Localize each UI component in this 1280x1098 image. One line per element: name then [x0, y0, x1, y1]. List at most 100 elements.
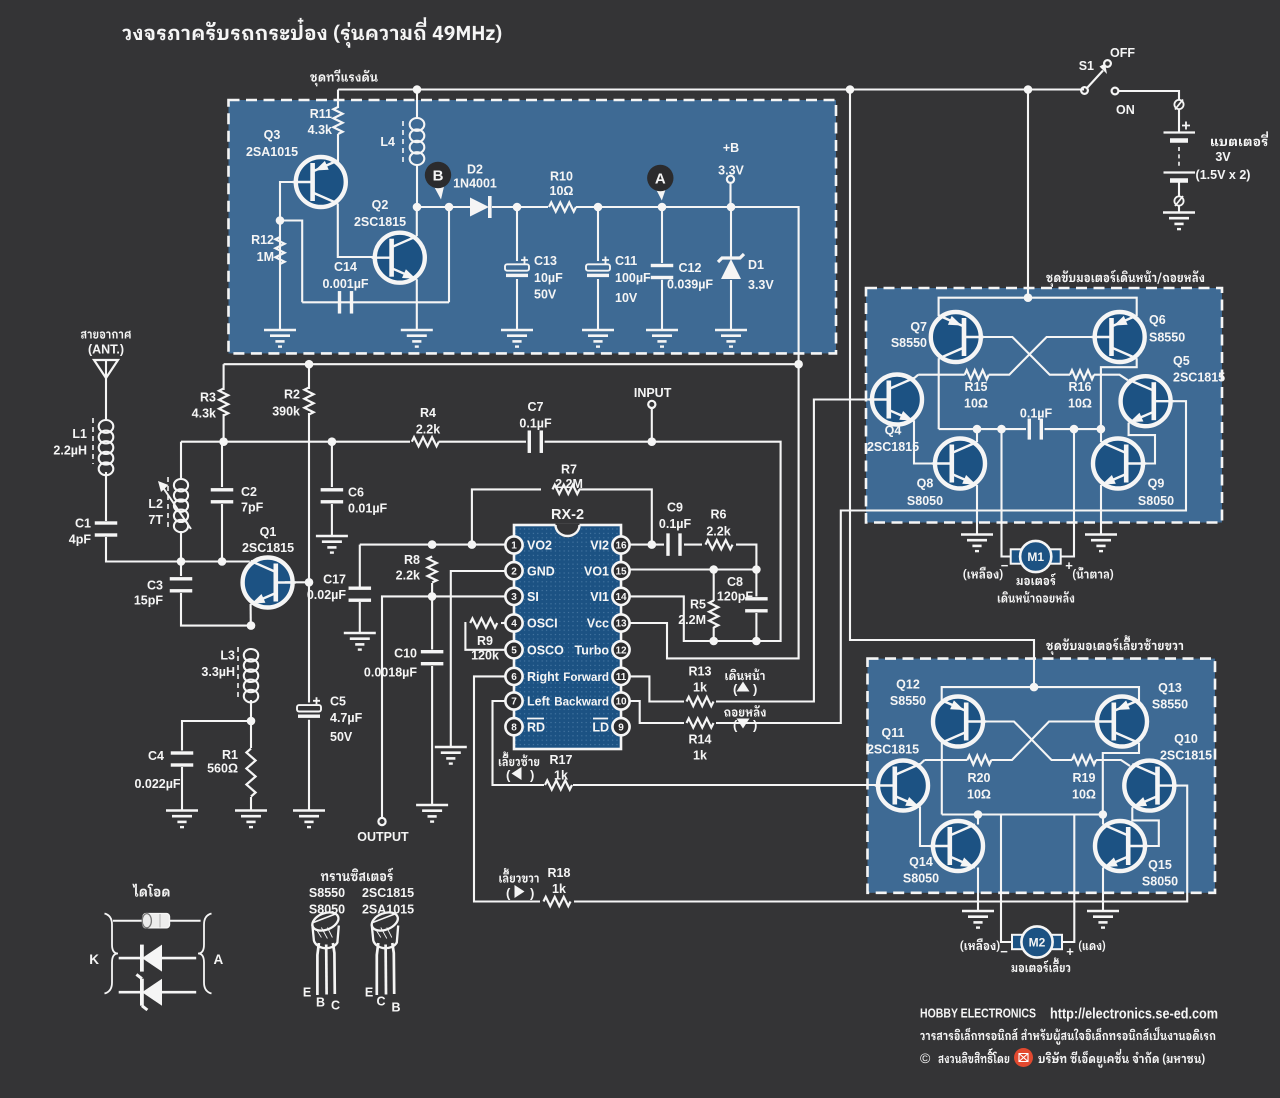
svg-text:HOBBY ELECTRONICS: HOBBY ELECTRONICS — [920, 1007, 1036, 1021]
svg-text:11: 11 — [616, 672, 627, 683]
svg-text:http://electronics.se-ed.com: http://electronics.se-ed.com — [1050, 1006, 1218, 1023]
svg-text:D2: D2 — [467, 163, 483, 177]
svg-text:10µF: 10µF — [534, 271, 563, 285]
svg-text:+: + — [1065, 558, 1073, 573]
svg-text:C12: C12 — [679, 261, 702, 275]
svg-text:+: + — [1066, 944, 1074, 959]
svg-text:2SC1815: 2SC1815 — [354, 215, 406, 229]
svg-text:B: B — [391, 1001, 400, 1015]
svg-text:B: B — [433, 168, 444, 185]
svg-text:2: 2 — [511, 566, 517, 577]
svg-text:S8050: S8050 — [1138, 494, 1174, 508]
svg-text:C14: C14 — [334, 260, 357, 274]
svg-text:1k: 1k — [554, 769, 568, 783]
svg-text:10Ω: 10Ω — [1068, 397, 1092, 411]
svg-text:VO2: VO2 — [527, 539, 552, 553]
svg-text:Q7: Q7 — [910, 320, 927, 334]
svg-text:R12: R12 — [251, 233, 274, 247]
svg-text:1N4001: 1N4001 — [453, 177, 497, 191]
svg-text:R1: R1 — [222, 748, 238, 762]
svg-text:C2: C2 — [241, 485, 257, 499]
svg-text:7T: 7T — [148, 513, 163, 527]
svg-text:4.3k: 4.3k — [308, 123, 332, 137]
svg-text:C: C — [331, 999, 340, 1013]
svg-text:1M: 1M — [257, 250, 274, 264]
svg-text:120pF: 120pF — [717, 590, 753, 604]
svg-text:14: 14 — [615, 592, 627, 603]
svg-text:Q12: Q12 — [896, 678, 920, 692]
svg-text:100µF: 100µF — [615, 271, 651, 285]
svg-text:R19: R19 — [1073, 771, 1096, 785]
svg-text:(: ( — [733, 718, 738, 733]
svg-text:R3: R3 — [200, 391, 216, 405]
svg-text:16: 16 — [615, 541, 627, 552]
svg-text:0.039µF: 0.039µF — [667, 278, 713, 292]
svg-text:Q8: Q8 — [917, 477, 934, 491]
svg-text:GND: GND — [527, 564, 555, 578]
svg-text:10V: 10V — [615, 291, 638, 305]
svg-text:7: 7 — [511, 697, 517, 708]
svg-text:390k: 390k — [272, 405, 300, 419]
svg-text:(: ( — [506, 886, 511, 901]
svg-text:−: − — [1000, 944, 1008, 959]
svg-text:50V: 50V — [534, 288, 557, 302]
svg-text:Q9: Q9 — [1148, 477, 1165, 491]
svg-text:13: 13 — [615, 619, 627, 630]
svg-text:S1: S1 — [1079, 59, 1094, 73]
svg-text:R14: R14 — [689, 733, 712, 747]
svg-text:Q13: Q13 — [1158, 681, 1182, 695]
svg-text:0.01µF: 0.01µF — [348, 502, 388, 516]
svg-text:3.3V: 3.3V — [718, 164, 744, 178]
svg-text:Q10: Q10 — [1174, 732, 1198, 746]
svg-text:): ) — [530, 886, 534, 901]
svg-text:0.0018µF: 0.0018µF — [364, 666, 417, 680]
svg-text:15: 15 — [615, 566, 627, 577]
svg-text:C9: C9 — [667, 501, 683, 515]
svg-text:C8: C8 — [727, 575, 743, 589]
svg-text:R10: R10 — [550, 170, 573, 184]
svg-text:C6: C6 — [348, 486, 364, 500]
svg-text:(: ( — [506, 768, 511, 783]
svg-text:E: E — [303, 986, 311, 1000]
svg-text:2.2M: 2.2M — [678, 613, 706, 627]
svg-text:VI1: VI1 — [590, 590, 609, 604]
svg-text:C7: C7 — [528, 400, 544, 414]
svg-text:R8: R8 — [404, 553, 420, 567]
svg-text:Q11: Q11 — [882, 726, 905, 740]
svg-text:1k: 1k — [693, 681, 707, 695]
svg-text:S8550: S8550 — [309, 886, 345, 900]
svg-text:2.2µH: 2.2µH — [53, 444, 87, 458]
svg-text:3: 3 — [511, 592, 517, 603]
svg-text:2SC1815: 2SC1815 — [242, 541, 294, 555]
svg-text:4.3k: 4.3k — [192, 407, 216, 421]
svg-text:7pF: 7pF — [241, 501, 264, 515]
svg-text:RX-2: RX-2 — [551, 507, 584, 523]
svg-text:C3: C3 — [147, 579, 163, 593]
svg-text:Q2: Q2 — [372, 198, 389, 212]
svg-text:(1.5V x 2): (1.5V x 2) — [1196, 168, 1251, 182]
svg-text:C1: C1 — [75, 517, 91, 531]
svg-text:1k: 1k — [693, 749, 707, 763]
svg-text:120k: 120k — [471, 649, 499, 663]
svg-text:Q4: Q4 — [885, 424, 902, 438]
svg-text:3.3V: 3.3V — [748, 278, 774, 292]
svg-text:OSCI: OSCI — [527, 617, 558, 631]
svg-text:1: 1 — [511, 541, 517, 552]
svg-text:2SC1815: 2SC1815 — [362, 886, 414, 900]
svg-text:4.7µF: 4.7µF — [330, 711, 363, 725]
svg-text:Left: Left — [527, 695, 551, 709]
svg-text:R15: R15 — [965, 380, 988, 394]
svg-text:OUTPUT: OUTPUT — [357, 830, 409, 844]
svg-text:0.1µF: 0.1µF — [659, 517, 692, 531]
svg-text:10Ω: 10Ω — [964, 397, 988, 411]
svg-text:R6: R6 — [711, 508, 727, 522]
svg-text:0.02µF: 0.02µF — [307, 588, 347, 602]
svg-text:0.1µF: 0.1µF — [1020, 407, 1053, 421]
svg-text:C13: C13 — [534, 254, 557, 268]
svg-text:S8050: S8050 — [903, 872, 939, 886]
svg-text:2SA1015: 2SA1015 — [362, 903, 414, 917]
svg-text:B: B — [316, 996, 325, 1010]
svg-text:Q5: Q5 — [1173, 354, 1190, 368]
svg-text:2SA1015: 2SA1015 — [246, 145, 298, 159]
svg-text:C5: C5 — [330, 695, 346, 709]
